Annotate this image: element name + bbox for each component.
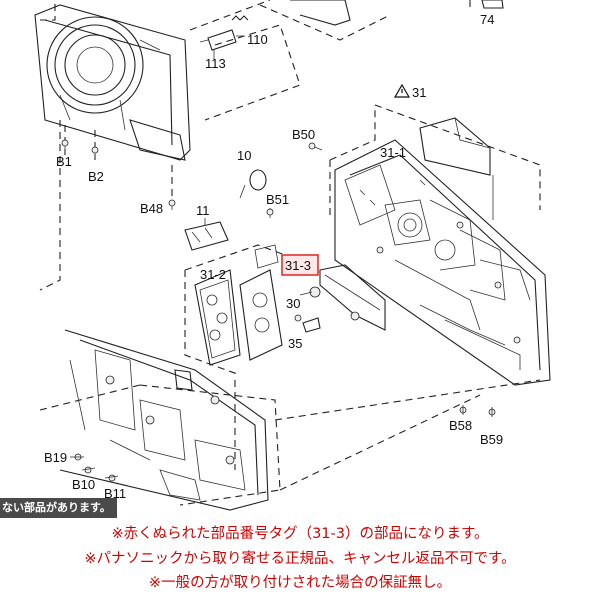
label-b19: B19: [44, 450, 67, 465]
label-b1: B1: [56, 154, 72, 169]
warning-triangle-icon: [393, 83, 411, 98]
label-b59: B59: [480, 432, 503, 447]
label-30: 30: [286, 296, 300, 311]
part-74: [469, 0, 504, 10]
label-31-2: 31-2: [200, 267, 226, 282]
top-bracket: [189, 0, 391, 121]
notice-line-3: ※一般の方が取り付けされた場合の保証無し。: [148, 575, 452, 591]
label-b50: B50: [292, 127, 315, 142]
main-assembly-31: [329, 104, 551, 386]
lower-chassis: [39, 329, 281, 511]
notice-line-1: ※赤くぬられた部品番号タグ（31-3）の部品になります。: [111, 526, 489, 542]
label-74: 74: [480, 12, 494, 27]
notice-text: ※赤くぬられた部品番号タグ（31-3）の部品になります。 ※パナソニックから取り…: [0, 522, 600, 596]
label-31: 31: [412, 85, 426, 100]
label-11: 11: [196, 203, 210, 218]
exploded-parts-diagram: 74 110 113 31 31-1 10 11 31-2 31-3 30 35…: [34, 0, 551, 511]
label-35: 35: [288, 336, 302, 351]
highlighted-tag-31-3: [281, 254, 319, 276]
screws: [61, 139, 496, 482]
gear-housing-assembly: [34, 0, 191, 291]
notice-badge: ない部品があります。: [0, 498, 117, 518]
notice-line-2: ※パナソニックから取り寄せる正規品、キャンセル返品不可です。: [84, 550, 516, 567]
label-b58: B58: [449, 418, 472, 433]
part-11: [184, 218, 229, 251]
part-10: [239, 169, 267, 199]
part-31-1-sheet: [419, 117, 494, 220]
part-110-113: [199, 15, 249, 60]
label-b10: B10: [72, 477, 95, 492]
part-31-3-strip: [299, 264, 386, 331]
label-b11: B11: [104, 486, 126, 501]
label-31-3: 31-3: [285, 258, 311, 273]
label-b2: B2: [88, 169, 104, 184]
part-30-35: [294, 314, 321, 333]
part-31-2-module: [184, 244, 286, 376]
label-113: 113: [205, 56, 226, 71]
label-10: 10: [237, 148, 251, 163]
label-31-1: 31-1: [380, 145, 406, 160]
label-110: 110: [247, 32, 268, 47]
label-b48: B48: [140, 201, 163, 216]
label-b51: B51: [266, 192, 289, 207]
